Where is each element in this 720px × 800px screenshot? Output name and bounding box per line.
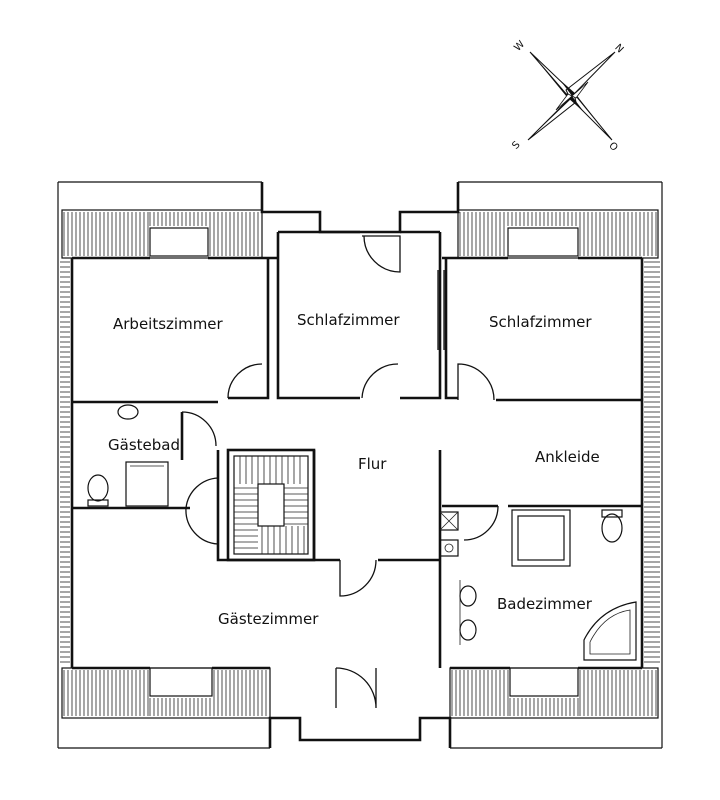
label-badezimmer: Badezimmer — [497, 595, 593, 613]
label-ankleide: Ankleide — [535, 448, 600, 466]
staircase — [233, 455, 309, 555]
compass-label-south: S — [510, 140, 522, 152]
compass-label-east: O — [606, 140, 619, 153]
outer-walls — [57, 181, 663, 749]
bathroom-fixtures — [87, 404, 637, 661]
label-gaestezimmer: Gästezimmer — [218, 610, 319, 628]
label-schlafzimmer-right: Schlafzimmer — [489, 313, 592, 331]
label-gaestebad: Gästebad — [108, 436, 180, 454]
label-schlafzimmer-middle: Schlafzimmer — [297, 311, 400, 329]
label-flur: Flur — [358, 455, 387, 473]
label-arbeitszimmer: Arbeitszimmer — [113, 315, 224, 333]
interior-walls — [70, 230, 644, 670]
doors — [181, 235, 499, 709]
compass-rose: W N S O — [510, 39, 625, 154]
room-labels: Arbeitszimmer Schlafzimmer Schlafzimmer … — [108, 311, 600, 628]
compass-label-west: W — [512, 39, 527, 54]
